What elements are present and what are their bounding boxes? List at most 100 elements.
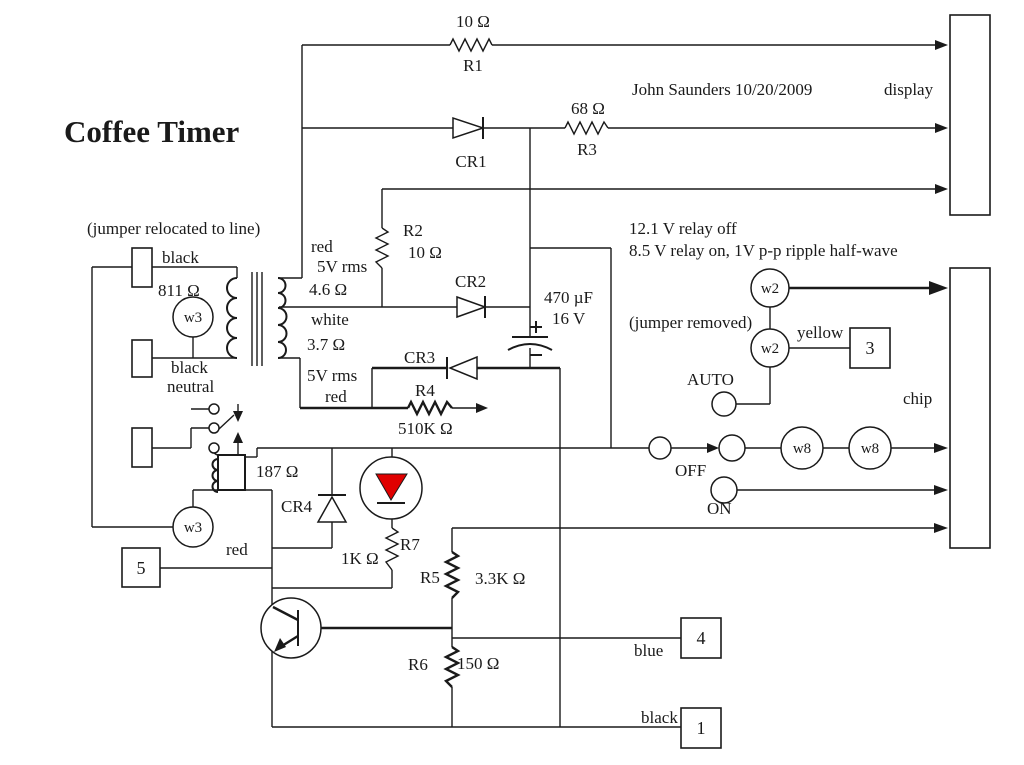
- diode-cr4: [316, 494, 348, 523]
- author-note: John Saunders 10/20/2009: [632, 80, 812, 99]
- w2-text-bottom: w2: [761, 341, 779, 357]
- resistor-r5: [443, 551, 461, 599]
- sec-red-color: red: [311, 237, 333, 256]
- cr4-label: CR4: [281, 497, 313, 516]
- page-title: Coffee Timer: [64, 114, 240, 149]
- r3-value: 68 Ω: [571, 99, 605, 118]
- w3-text-bottom: w3: [184, 520, 202, 536]
- display-box: [949, 14, 991, 216]
- diode-cr3: [446, 355, 478, 381]
- diodes: [316, 116, 488, 523]
- auto-label: AUTO: [687, 370, 734, 389]
- r2-value: 10 Ω: [408, 243, 442, 262]
- capacitor-470uf: [507, 321, 553, 356]
- sec-bot-color: red: [325, 387, 347, 406]
- cr1-label: CR1: [455, 152, 486, 171]
- resistor-r1: [449, 37, 493, 53]
- note-jumper-line: (jumper relocated to line): [87, 219, 260, 238]
- pin5-box: [121, 547, 161, 588]
- r2-name: R2: [403, 221, 423, 240]
- resistor-r2: [374, 227, 390, 269]
- black-neutral-2: neutral: [167, 377, 214, 396]
- mode-switch: [208, 403, 220, 454]
- w8-circle-left: [780, 426, 824, 470]
- plug-blade-switch: [131, 427, 153, 468]
- black-bottom-label: black: [641, 708, 678, 727]
- pin5-digit: 5: [137, 558, 146, 578]
- pin4-digit: 4: [697, 628, 706, 648]
- off-node-circle: [648, 436, 672, 460]
- on-label: ON: [707, 499, 732, 518]
- red-wire-label: red: [226, 540, 248, 559]
- plug-blade-top: [131, 247, 153, 288]
- w8-circle-right: [848, 426, 892, 470]
- cap-value: 470 µF: [544, 288, 593, 307]
- on-circle: [710, 476, 738, 504]
- r1-name: R1: [463, 56, 483, 75]
- labels: Coffee Timer John Saunders 10/20/2009 di…: [64, 12, 934, 738]
- r4-name: R4: [415, 381, 435, 400]
- transformer: [226, 272, 288, 366]
- w8-text-left: w8: [793, 441, 811, 457]
- emitter-arrow: [274, 638, 286, 652]
- yellow-wire-label: yellow: [797, 323, 844, 342]
- led-triangle: [375, 473, 408, 501]
- r3-name: R3: [577, 140, 597, 159]
- pin3-box: [849, 327, 891, 369]
- black-top-label: black: [162, 248, 199, 267]
- arrowheads: [233, 40, 948, 533]
- r6-value: 150 Ω: [457, 654, 499, 673]
- off-label: OFF: [675, 461, 706, 480]
- w8-text-right: w8: [861, 441, 879, 457]
- r7-value: 1K Ω: [341, 549, 379, 568]
- display-label: display: [884, 80, 934, 99]
- chip-box: [949, 267, 991, 549]
- w2-circle-bottom: [750, 328, 790, 368]
- sec-red-res: 4.6 Ω: [309, 280, 347, 299]
- sec-white-res: 3.7 Ω: [307, 335, 345, 354]
- resistors: [374, 37, 609, 688]
- connector-boxes: [121, 14, 991, 749]
- resistor-r3: [564, 120, 609, 136]
- note-jumper-removed: (jumper removed): [629, 313, 752, 332]
- cr2-label: CR2: [455, 272, 486, 291]
- r7-name: R7: [400, 535, 420, 554]
- cap-voltage: 16 V: [552, 309, 586, 328]
- diode-cr2: [456, 295, 488, 319]
- pin3-digit: 3: [866, 338, 875, 358]
- w3-circle-top: [172, 296, 214, 338]
- relay-coil-resistance: 187 Ω: [256, 462, 298, 481]
- resistor-r6: [443, 646, 461, 688]
- primary-resistance: 811 Ω: [158, 281, 200, 300]
- pin1-box: [680, 707, 722, 749]
- plug-blade-bottom: [131, 339, 153, 378]
- black-neutral-1: black: [171, 358, 208, 377]
- r4-value: 510K Ω: [398, 419, 453, 438]
- cr3-label: CR3: [404, 348, 435, 367]
- sec-bot-rms: 5V rms: [307, 366, 357, 385]
- ac-terminals: [131, 247, 153, 468]
- w3-circle-bottom: [172, 506, 214, 548]
- resistor-r4: [406, 399, 453, 417]
- switch-wiper-arrow-2: [233, 432, 243, 443]
- wire-number-circles: [172, 268, 892, 548]
- pin1-digit: 1: [697, 718, 706, 738]
- wires: [91, 44, 936, 728]
- w2-text-top: w2: [761, 281, 779, 297]
- note-relay-on: 8.5 V relay on, 1V p-p ripple half-wave: [629, 241, 898, 260]
- chip-label: chip: [903, 389, 932, 408]
- relay: [211, 454, 246, 493]
- r6-name: R6: [408, 655, 428, 674]
- note-relay-off: 12.1 V relay off: [629, 219, 737, 238]
- r5-name: R5: [420, 568, 440, 587]
- w3-text-top: w3: [184, 310, 202, 326]
- transistor: [260, 597, 322, 659]
- off-target-circle: [718, 434, 746, 462]
- switch-wiper-arrow-1: [233, 411, 243, 422]
- led-indicator: [359, 456, 423, 520]
- resistor-r7: [384, 527, 400, 571]
- sec-red-rms: 5V rms: [317, 257, 367, 276]
- blue-wire-label: blue: [634, 641, 663, 660]
